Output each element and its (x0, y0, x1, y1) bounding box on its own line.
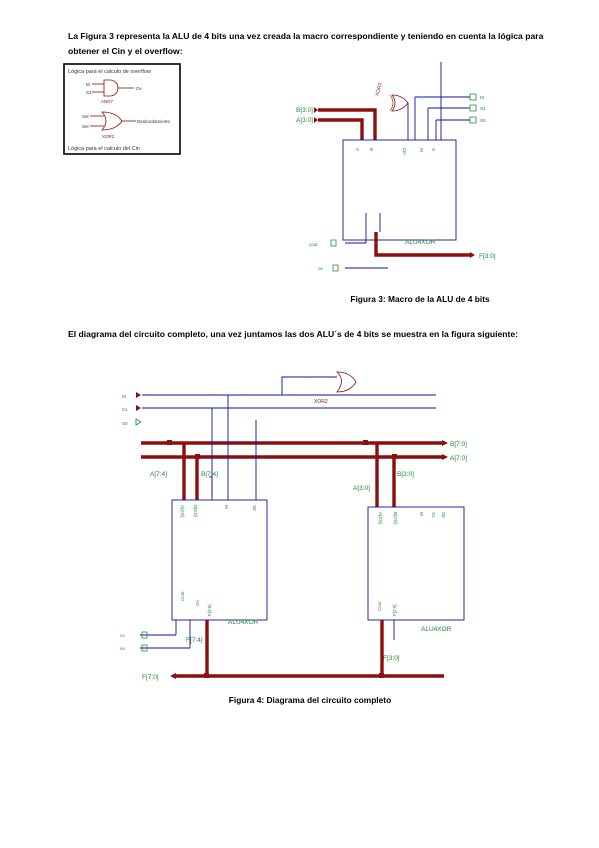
bus-a-lo-label: A[3:0] (353, 485, 370, 492)
svg-text:F[3:0]: F[3:0] (392, 604, 397, 616)
inset-title: Lógica para el calculo de overflow (68, 69, 151, 75)
inset-footer: Lógica para el calculo del Cin (68, 146, 140, 152)
port-cout-label: cout (309, 242, 318, 247)
svg-text:A[3:0]: A[3:0] (180, 505, 185, 517)
and-gate-icon (103, 79, 119, 97)
bus-b-hi-label: B[7:4] (201, 471, 218, 478)
svg-text:Cout: Cout (180, 591, 185, 601)
xor-gate-label: XOR2 (375, 82, 384, 97)
alu4xor-block (342, 139, 457, 241)
figure-4-caption: Figura 4: Diagrama del circuito completo (228, 695, 392, 705)
bus-a-label: A[3:0] (296, 117, 313, 124)
alu4xor-right-block (367, 506, 465, 621)
bus-a-label: A[7:0] (450, 455, 467, 462)
svg-text:S0: S0 (252, 505, 257, 511)
bus-b-line (318, 108, 377, 140)
svg-text:S: S (431, 148, 436, 151)
svg-text:M: M (224, 505, 229, 509)
overflow-logic-inset: Lógica para el calculo de overflow M S1 … (63, 63, 181, 155)
port-s0-icon (469, 116, 477, 124)
port-m-label: M (480, 95, 484, 100)
inset-and-label: AND7 (101, 99, 114, 104)
alu4xor-label: ALU4XOR (405, 239, 436, 246)
xor-gate-icon (391, 94, 409, 112)
alu4xor-left-block (171, 499, 268, 621)
bus-f-hi-label: F[7:4] (186, 637, 203, 644)
bus-b-lo-label: B[3:0] (397, 471, 414, 478)
svg-text:Cout: Cout (377, 601, 382, 611)
alu4xor-right-label: ALU4XOR (421, 626, 452, 633)
inset-input-sel2: Sel (82, 124, 89, 129)
inset-input-m: M (86, 82, 90, 87)
bus-f-label: F[7:0] (142, 674, 159, 681)
port-m-icon (469, 93, 477, 101)
svg-text:M: M (419, 512, 424, 516)
output-co-label: co (120, 633, 125, 638)
inset-or-label: XOR2 (102, 134, 115, 139)
svg-text:F[3:0]: F[3:0] (207, 604, 212, 616)
xor-gate-label: XOR2 (314, 399, 328, 405)
inset-desc-label: Desbordamiento (137, 119, 171, 124)
port-s0-label: S0 (480, 118, 486, 123)
inset-input-sel1: Sel (82, 114, 89, 119)
bus-f-label: F[3:0] (479, 253, 496, 260)
port-ov-label: ov (318, 266, 324, 271)
svg-text:M: M (419, 148, 424, 152)
alu4xor-left-label: ALU4XOR (228, 619, 259, 626)
inset-out-label: Ov (136, 86, 143, 91)
bus-a-hi-label: A[7:4] (150, 471, 167, 478)
figure-3-caption: Figura 3: Macro de la ALU de 4 bits (350, 294, 490, 304)
svg-text:B[3:0]: B[3:0] (393, 512, 398, 524)
port-s1-label: S1 (480, 106, 486, 111)
ctrl-m-label: M (122, 394, 126, 399)
output-ov-label: ov (120, 646, 126, 651)
full-circuit: M S1 S0 XOR2 B[7:0] A[7:0] A[7:4] B[7:4]… (120, 371, 467, 681)
svg-text:A[3:0]: A[3:0] (378, 512, 383, 524)
svg-text:S1: S1 (431, 512, 436, 518)
bus-b-label: B[7:0] (450, 441, 467, 448)
svg-text:A: A (355, 148, 360, 151)
xor-gate-icon (335, 371, 357, 393)
svg-text:Ov: Ov (195, 599, 200, 606)
bus-a-line (318, 118, 364, 140)
paragraph-bold: circuito completo (133, 329, 206, 339)
intro-paragraph: La Figura 3 representa la ALU de 4 bits … (68, 31, 544, 56)
ctrl-s1-label: S1 (122, 407, 128, 412)
bus-b-label: B[3:0] (296, 107, 313, 114)
port-s1-icon (469, 104, 477, 112)
ctrl-s0-label: S0 (122, 421, 128, 426)
or-gate-icon (101, 111, 123, 131)
svg-text:S0: S0 (441, 512, 446, 518)
inset-input-s1: S1 (86, 90, 92, 95)
paragraph-prefix: El diagrama del (68, 329, 134, 339)
svg-text:B: B (369, 148, 374, 151)
svg-text:Cin: Cin (402, 148, 407, 155)
alu4-macro: M S1 S0 XOR2 B[3:0] A[3:0] ALU4XOR A B C… (296, 62, 496, 272)
paragraph-circuit: El diagrama del circuito completo, una v… (68, 327, 544, 342)
bus-f-lo-label: F[3:0] (383, 655, 400, 662)
svg-text:B[3:0]: B[3:0] (193, 505, 198, 517)
bus-f-line (374, 232, 470, 257)
paragraph-suffix: , una vez juntamos las dos ALU´s de 4 bi… (205, 329, 519, 339)
